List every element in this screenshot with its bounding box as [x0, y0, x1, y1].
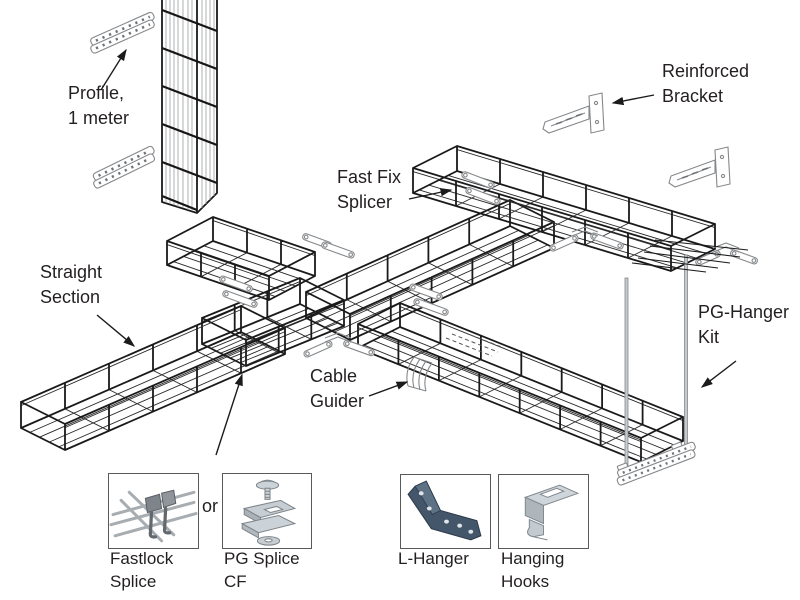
tray-segments: [20, 145, 758, 463]
fast-fix-splicer-bar: [343, 339, 375, 357]
fast-fix-splicer-bar: [303, 340, 333, 358]
fast-fix-splicer-bar: [321, 241, 355, 259]
arrow-fast-fix-splicer: [408, 188, 453, 200]
reinforced-bracket: [668, 146, 731, 188]
legend-box-pg-splice-cf: [222, 473, 312, 549]
cable-tray-segment: [20, 305, 286, 451]
arrow-splice-options: [215, 373, 243, 456]
label-fast-fix-splicer: Fast Fix Splicer: [337, 167, 402, 212]
legend-label-pg-splice-cf: PG Splice CF: [224, 549, 300, 591]
pg-hanger-profile: [616, 441, 696, 486]
open-end-rails: [631, 239, 749, 273]
fast-fix-splicer-bar: [219, 275, 253, 293]
arrow-straight-section: [96, 314, 136, 347]
cable-tray-segment: [305, 199, 555, 341]
fast-fix-splicer-bar: [465, 186, 501, 206]
legend-box-hanging-hooks: [498, 474, 589, 549]
fast-fix-splicer-bar: [730, 249, 758, 265]
foreground-parts: [96, 48, 749, 486]
fast-fix-splicer-bar: [409, 283, 443, 301]
cable-tray-segment: [357, 302, 684, 463]
fastlock-splice-icon: [109, 489, 198, 543]
fast-fix-splicer-bar: [461, 171, 495, 189]
cable-tray-segment: [166, 216, 316, 301]
vertical-riser-column: [161, 0, 218, 215]
fast-fix-splicer-bar: [549, 234, 579, 252]
corner-splicer-bracket: [571, 226, 599, 237]
profile-rail: [90, 11, 155, 54]
reinforced-bracket: [542, 92, 605, 134]
legend-box-fastlock-splice: [108, 473, 199, 549]
hanging-hooks-icon: [523, 484, 580, 541]
label-straight-section: Straight Section: [40, 262, 103, 307]
label-or-separator: or: [202, 496, 219, 516]
cable-tray-segment: [412, 145, 716, 272]
profile-rail: [92, 145, 156, 189]
label-reinforced-bracket: Reinforced Bracket: [662, 61, 750, 106]
arrow-reinforced-bracket: [611, 94, 655, 106]
cable-guider-part: [406, 356, 433, 392]
arrow-pg-hanger: [700, 360, 737, 388]
label-pg-hanger-kit: PG-Hanger Kit: [698, 302, 790, 347]
corner-splicer-bracket: [324, 332, 352, 343]
annotation-arrows: [96, 48, 737, 456]
fast-fix-splicer-bar: [413, 298, 449, 316]
background-parts: [90, 0, 218, 215]
pg-splice-cf-icon: [240, 479, 297, 546]
arrow-profile: [100, 48, 127, 91]
legend-label-hanging-hooks: Hanging Hooks: [501, 549, 565, 591]
legend-box-l-hanger: [400, 474, 491, 549]
l-hanger-icon: [407, 480, 482, 541]
arrow-cable-guider: [368, 381, 409, 397]
label-profile: Profile, 1 meter: [68, 83, 130, 128]
legend-label-fastlock-splice: Fastlock Splice: [110, 549, 174, 591]
hanger-rod: [684, 254, 688, 454]
label-cable-guider: Cable Guider: [310, 366, 365, 411]
legend-label-l-hanger: L-Hanger: [398, 549, 469, 568]
fast-fix-splicer-bar: [222, 290, 258, 308]
hanger-rod: [624, 277, 629, 481]
hidden-section-dashes: [445, 329, 505, 357]
